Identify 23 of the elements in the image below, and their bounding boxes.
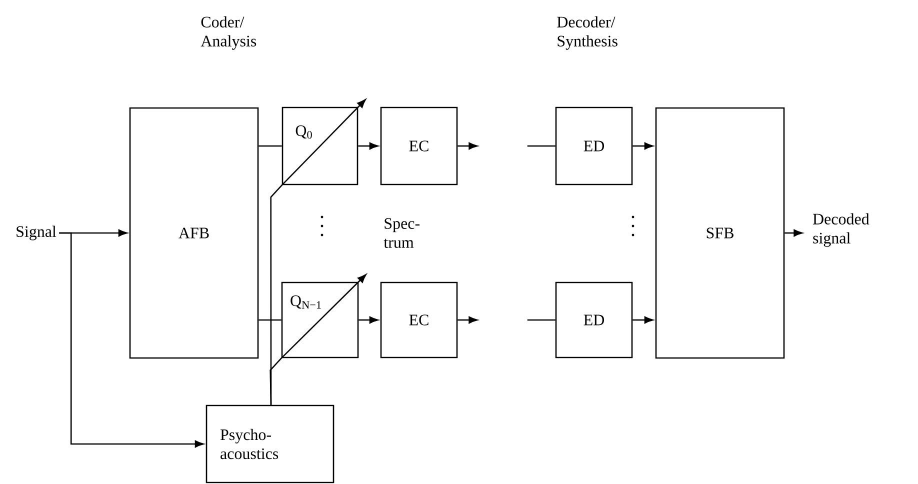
section-label: Spec- trum [384, 218, 420, 248]
quantizer-box: Q$_{N−1}$ [281, 282, 359, 358]
arrow [458, 142, 478, 150]
signal-label: Decoded signal [812, 213, 870, 247]
arrow [784, 229, 803, 237]
block-box: ED [555, 282, 633, 358]
quantizer-box: Q$_{0}$ [282, 106, 358, 186]
block-box: EC [380, 106, 458, 186]
block-box: ED [555, 106, 633, 186]
section-label: Coder/ Analysis [200, 16, 256, 50]
block-box: AFB [129, 107, 259, 359]
block-box: EC [380, 282, 458, 358]
section-label: Decoder/ Synthesis [557, 16, 618, 50]
block-box: Psycho- acoustics [206, 404, 334, 484]
arrow [358, 316, 378, 324]
arrow [59, 232, 204, 448]
arrow [458, 316, 478, 324]
arrow [632, 316, 654, 324]
signal-label: Signal [16, 226, 56, 240]
arrow [270, 274, 366, 405]
arrow [358, 142, 378, 150]
arrow [632, 142, 654, 150]
block-box: SFB [655, 107, 785, 359]
